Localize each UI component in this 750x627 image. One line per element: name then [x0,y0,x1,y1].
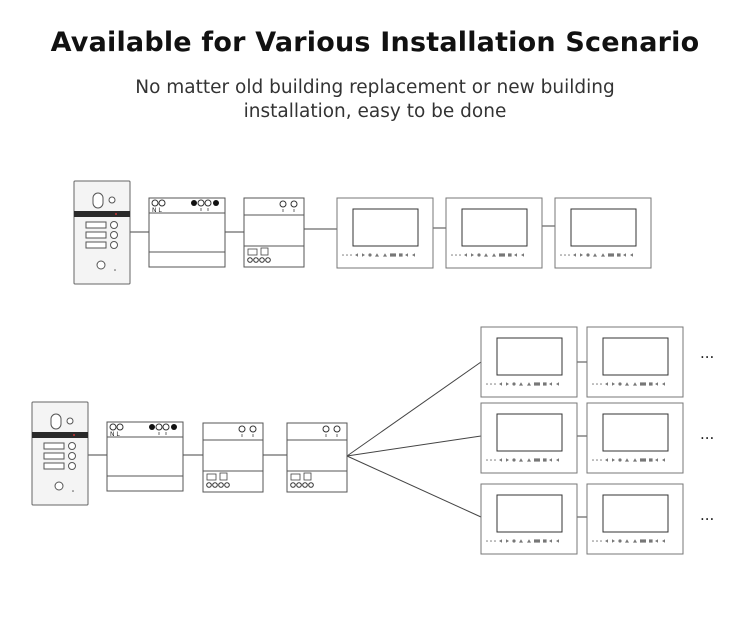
indoor-monitor-icon [445,197,543,269]
indoor-monitor-icon [586,483,684,555]
power-terminal-label: N L [152,207,162,214]
indoor-monitor-icon [480,483,578,555]
more-monitors-ellipsis: ... [700,344,714,362]
indoor-monitor-icon [554,197,652,269]
indoor-monitor-icon [586,402,684,474]
more-monitors-ellipsis: ... [700,425,714,443]
outdoor-door-station-icon [73,180,131,285]
subtitle-line-1: No matter old building replacement or ne… [135,77,615,98]
more-monitors-ellipsis: ... [700,506,714,524]
indoor-monitor-icon [480,402,578,474]
distributor-icon [286,422,348,493]
indoor-monitor-icon [336,197,434,269]
outdoor-door-station-icon [31,401,89,506]
distributor-icon [202,422,264,493]
indoor-monitor-icon [480,326,578,398]
subtitle-line-2: installation, easy to be done [243,101,507,122]
indoor-monitor-icon [586,326,684,398]
power-terminal-label: N L [110,431,120,438]
distributor-icon [243,197,305,268]
page-title: Available for Various Installation Scena… [50,27,700,58]
connection-lines-row-1 [130,225,555,233]
connection-lines-row-2 [88,361,587,518]
